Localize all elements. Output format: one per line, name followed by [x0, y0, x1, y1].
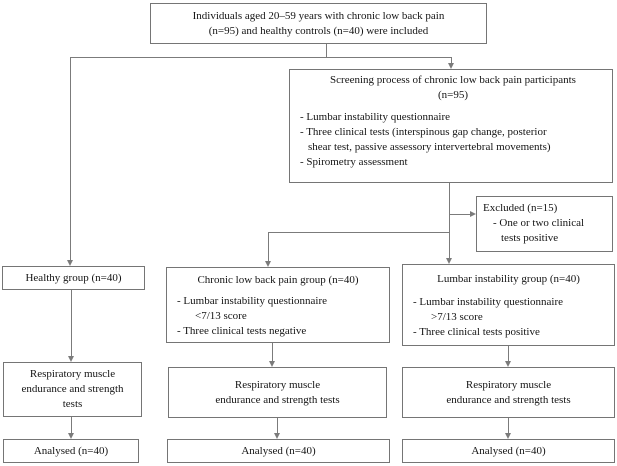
node-resp-tests-right: Respiratory muscle endurance and strengt… [402, 367, 615, 418]
node-analysed-right: Analysed (n=40) [402, 439, 615, 463]
node-resp-left-line3: tests [62, 398, 83, 410]
node-clbp-item1a: - Lumbar instability questionnaire [177, 295, 327, 307]
connector-lumbar-to-resp [508, 346, 509, 361]
arrowhead-into-resp-left-icon [68, 356, 74, 362]
node-excluded-item1b: tests positive [501, 232, 559, 244]
node-healthy-group-label: Healthy group (n=40) [25, 271, 122, 284]
node-clbp-item2: - Three clinical tests negative [177, 325, 307, 337]
arrowhead-into-analysed-right-icon [505, 433, 511, 439]
node-excluded-title: Excluded (n=15) [483, 202, 558, 214]
node-resp-tests-left: Respiratory muscle endurance and strengt… [3, 362, 142, 417]
node-resp-tests-mid: Respiratory muscle endurance and strengt… [168, 367, 387, 418]
arrowhead-into-resp-right-icon [505, 361, 511, 367]
node-resp-mid-line1: Respiratory muscle [234, 378, 321, 391]
node-excluded: Excluded (n=15) - One or two clinical te… [476, 196, 613, 252]
connector-branch-to-healthy [70, 57, 71, 260]
connector-healthy-to-resp [71, 290, 72, 356]
node-analysed-left-label: Analysed (n=40) [33, 444, 109, 457]
arrowhead-into-screening-icon [448, 63, 454, 69]
node-screening-item3: - Spirometry assessment [300, 156, 408, 168]
node-lumbar-item2: - Three clinical tests positive [413, 326, 540, 338]
node-screening-title2: (n=95) [437, 89, 469, 101]
node-excluded-item1a: - One or two clinical [493, 217, 585, 229]
arrowhead-into-analysed-left-icon [68, 433, 74, 439]
node-healthy-group: Healthy group (n=40) [2, 266, 145, 290]
arrowhead-into-analysed-mid-icon [274, 433, 280, 439]
node-clbp-group: Chronic low back pain group (n=40) - Lum… [166, 267, 390, 343]
node-screening-item2b: shear test, passive assessory interverte… [308, 141, 551, 153]
node-lumbar-item1a: - Lumbar instability questionnaire [413, 296, 563, 308]
node-resp-mid-line2: endurance and strength tests [215, 393, 340, 406]
node-lumbar-title: Lumbar instability group (n=40) [437, 273, 580, 285]
arrowhead-into-clbp-group-icon [265, 261, 271, 267]
connector-screening-down [449, 183, 450, 258]
connector-clbp-to-resp [272, 343, 273, 361]
node-included-line1: Individuals aged 20–59 years with chroni… [192, 9, 445, 22]
node-analysed-mid-label: Analysed (n=40) [241, 444, 316, 457]
node-screening-item1: - Lumbar instability questionnaire [300, 111, 450, 123]
connector-respmid-to-analysed [277, 418, 278, 433]
node-included-line2: (n=95) and healthy controls (n=40) were … [208, 24, 429, 37]
connector-left-branch [268, 232, 450, 233]
connector-respright-to-analysed [508, 418, 509, 433]
node-resp-right-line1: Respiratory muscle [465, 378, 552, 391]
node-resp-right-line2: endurance and strength tests [446, 393, 571, 406]
node-analysed-left: Analysed (n=40) [3, 439, 139, 463]
connector-included-stub [326, 44, 327, 57]
arrowhead-into-excluded-icon [470, 211, 476, 217]
node-resp-left-line1: Respiratory muscle [29, 368, 116, 380]
connector-top-branch [70, 57, 452, 58]
node-analysed-mid: Analysed (n=40) [167, 439, 390, 463]
node-resp-left-line2: endurance and strength [21, 383, 124, 395]
node-included: Individuals aged 20–59 years with chroni… [150, 3, 487, 44]
node-screening-title1: Screening process of chronic low back pa… [330, 74, 576, 86]
connector-respleft-to-analysed [71, 417, 72, 433]
connector-branch-to-screening [451, 57, 452, 63]
node-clbp-title: Chronic low back pain group (n=40) [197, 274, 359, 286]
connector-branch-to-clbp [268, 232, 269, 261]
arrowhead-into-lumbar-group-icon [446, 258, 452, 264]
node-screening: Screening process of chronic low back pa… [289, 69, 613, 183]
node-lumbar-item1b: >7/13 score [431, 311, 483, 323]
connector-to-excluded [449, 214, 470, 215]
node-clbp-item1b: <7/13 score [195, 310, 247, 322]
node-lumbar-group: Lumbar instability group (n=40) - Lumbar… [402, 264, 615, 346]
arrowhead-into-healthy-icon [67, 260, 73, 266]
node-screening-item2a: - Three clinical tests (interspinous gap… [300, 126, 547, 138]
arrowhead-into-resp-mid-icon [269, 361, 275, 367]
node-analysed-right-label: Analysed (n=40) [471, 444, 546, 457]
